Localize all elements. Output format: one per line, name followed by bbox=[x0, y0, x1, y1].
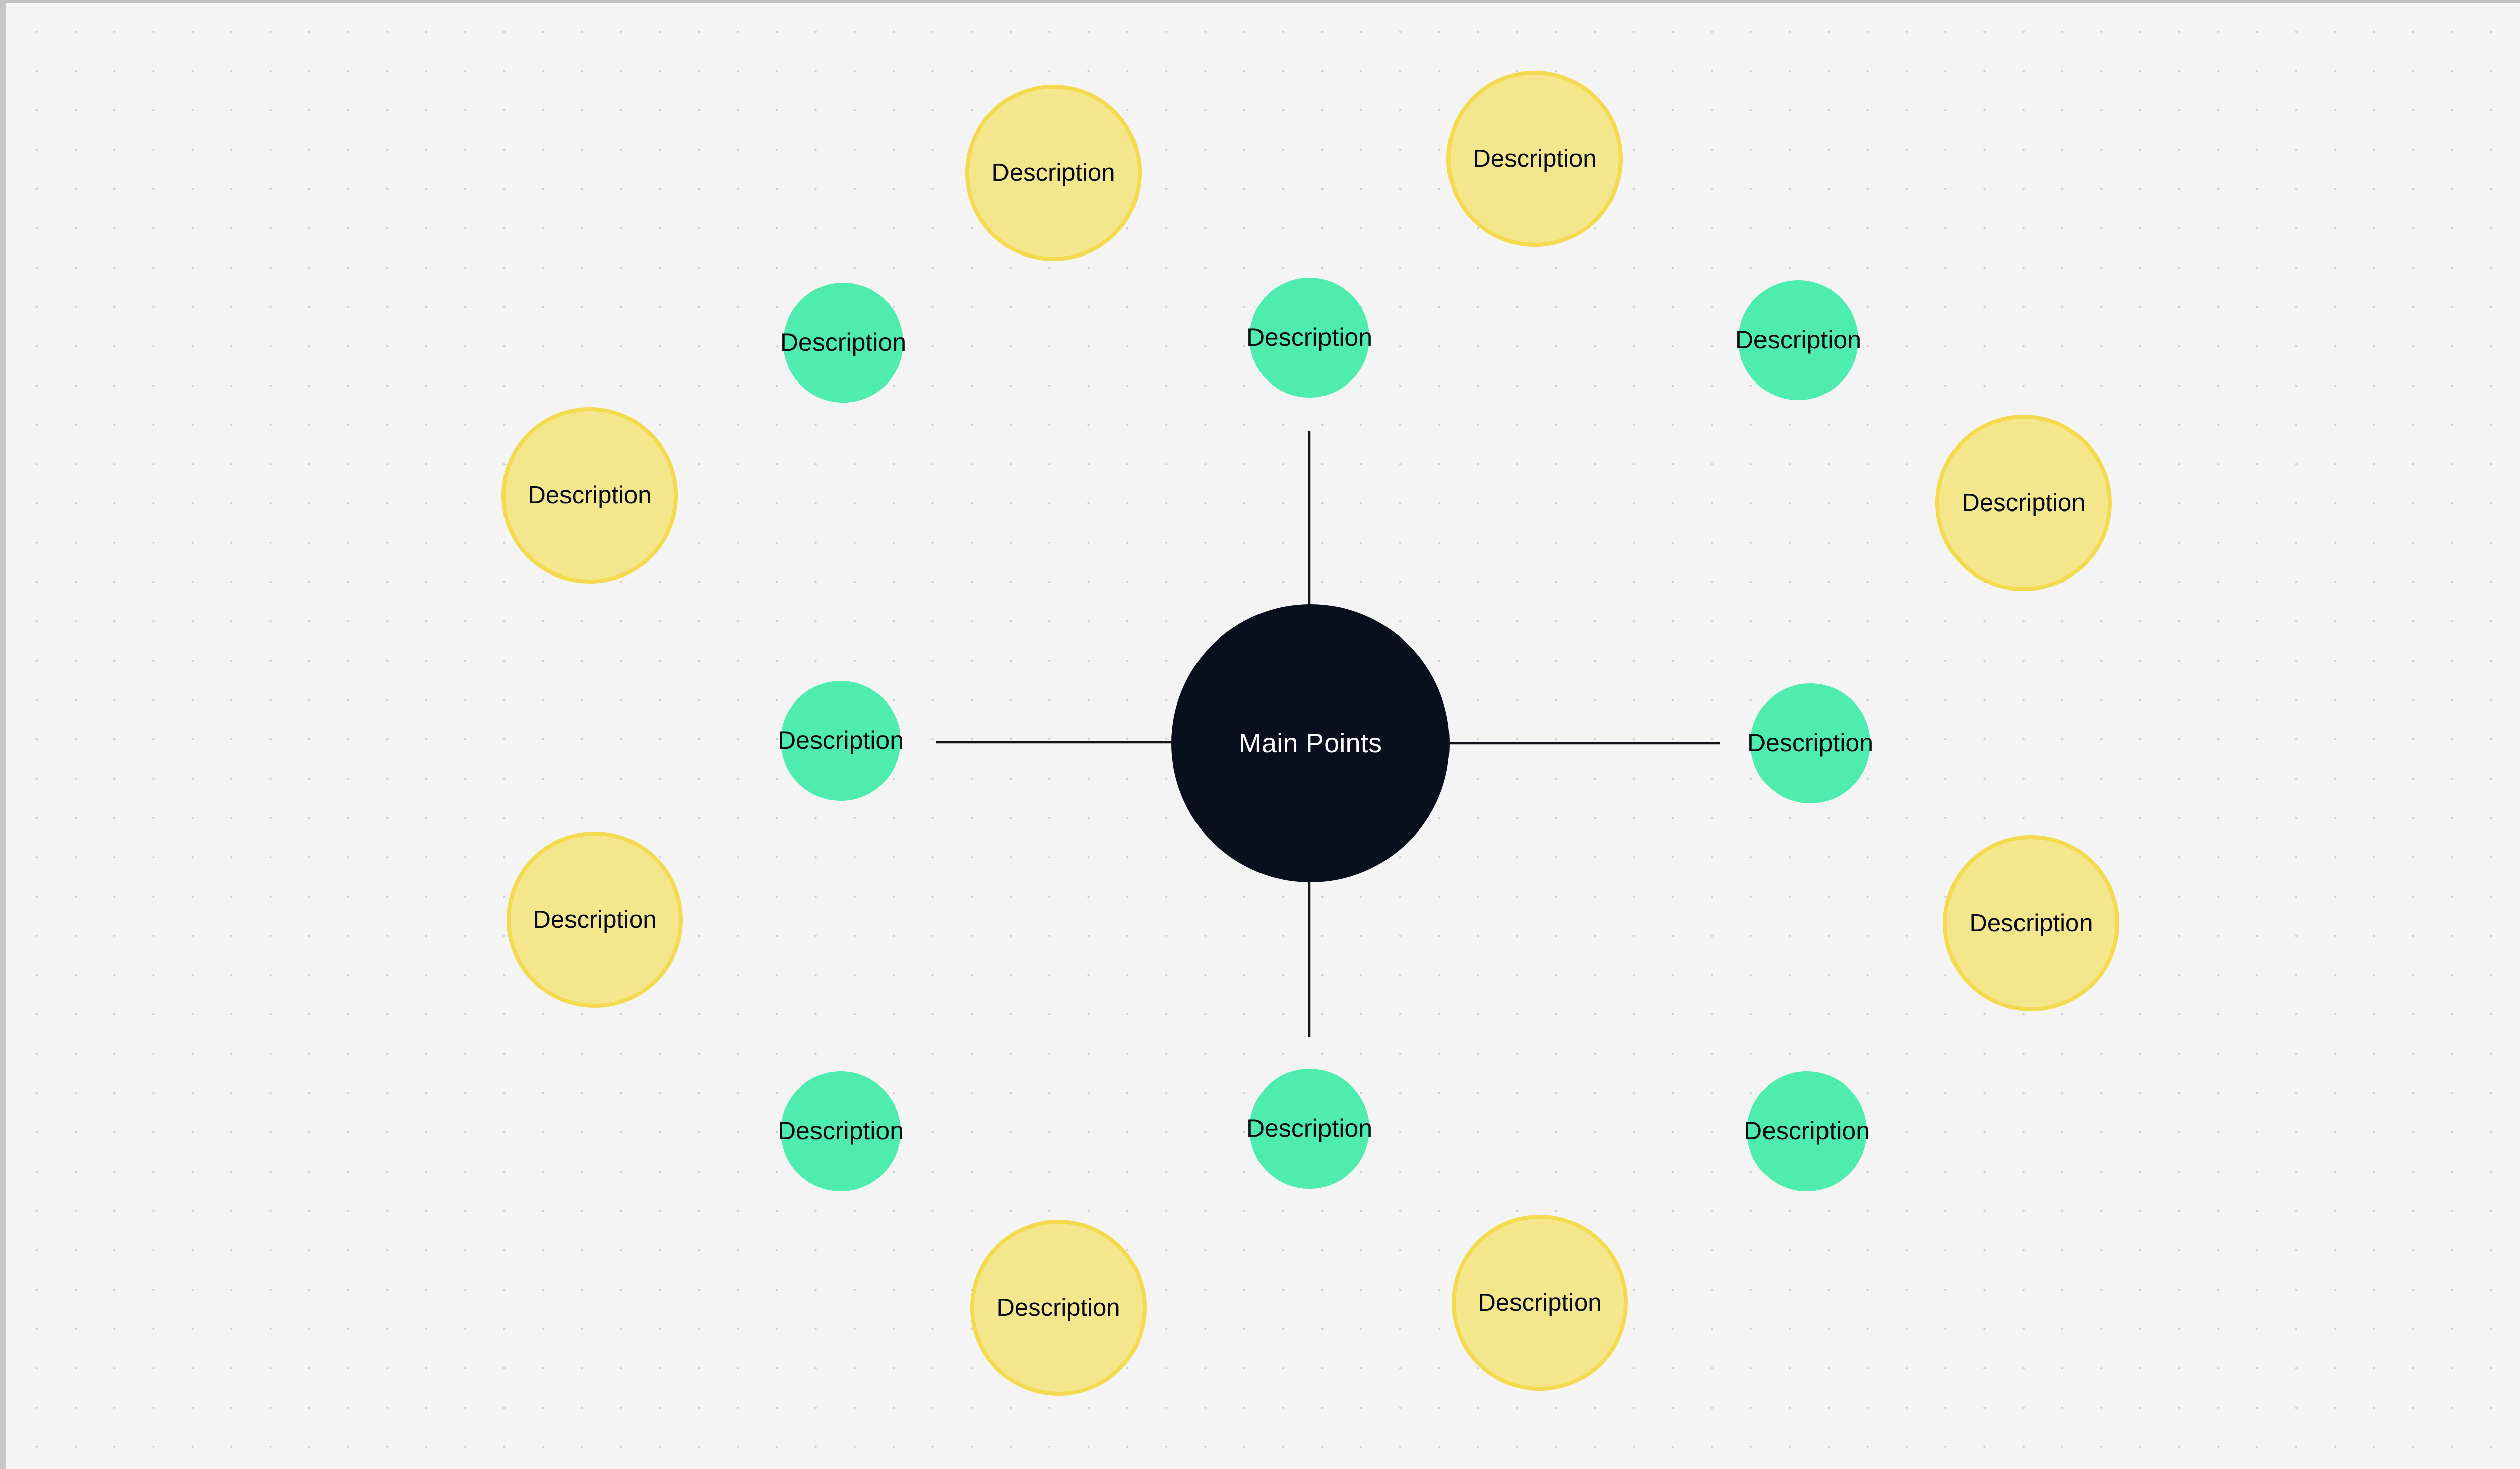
node-label: Description bbox=[996, 1294, 1120, 1321]
node-label: Description bbox=[780, 328, 907, 357]
node-green-right[interactable]: Description bbox=[1747, 683, 1874, 803]
node-yellow-right-upper[interactable]: Description bbox=[1935, 415, 2112, 591]
node-green-bottom[interactable]: Description bbox=[1246, 1069, 1373, 1189]
node-label: Description bbox=[1735, 326, 1862, 354]
node-yellow-bottom-left[interactable]: Description bbox=[970, 1220, 1147, 1396]
node-label: Main Points bbox=[1238, 728, 1382, 758]
node-label: Description bbox=[533, 906, 657, 933]
node-label: Description bbox=[528, 481, 652, 509]
node-label: Description bbox=[991, 159, 1115, 186]
node-label: Description bbox=[1962, 489, 2086, 517]
node-green-lower-right[interactable]: Description bbox=[1743, 1071, 1870, 1191]
node-label: Description bbox=[1473, 145, 1597, 172]
node-label: Description bbox=[1743, 1117, 1870, 1145]
node-yellow-left-upper[interactable]: Description bbox=[501, 407, 678, 584]
node-yellow-right-lower[interactable]: Description bbox=[1943, 835, 2119, 1011]
node-yellow-bottom-right[interactable]: Description bbox=[1452, 1215, 1628, 1391]
node-yellow-left-lower[interactable]: Description bbox=[507, 832, 683, 1008]
node-green-left[interactable]: Description bbox=[777, 681, 904, 801]
window-top-rule bbox=[0, 0, 2520, 3]
node-label: Description bbox=[777, 1117, 904, 1145]
node-green-upper-left[interactable]: Description bbox=[780, 283, 907, 403]
node-yellow-top-left[interactable]: Description bbox=[965, 85, 1142, 261]
node-yellow-top-right[interactable]: Description bbox=[1446, 71, 1623, 247]
node-label: Description bbox=[1478, 1289, 1602, 1316]
node-label: Description bbox=[1246, 1114, 1373, 1143]
node-label: Description bbox=[1246, 323, 1373, 352]
node-label: Description bbox=[1969, 909, 2093, 937]
node-green-lower-left[interactable]: Description bbox=[777, 1071, 904, 1191]
node-green-upper-right[interactable]: Description bbox=[1735, 280, 1862, 400]
node-green-top[interactable]: Description bbox=[1246, 278, 1373, 398]
node-main-points[interactable]: Main Points bbox=[1171, 604, 1450, 882]
window-left-rail bbox=[0, 0, 6, 1469]
node-label: Description bbox=[777, 726, 904, 755]
node-label: Description bbox=[1747, 729, 1874, 757]
